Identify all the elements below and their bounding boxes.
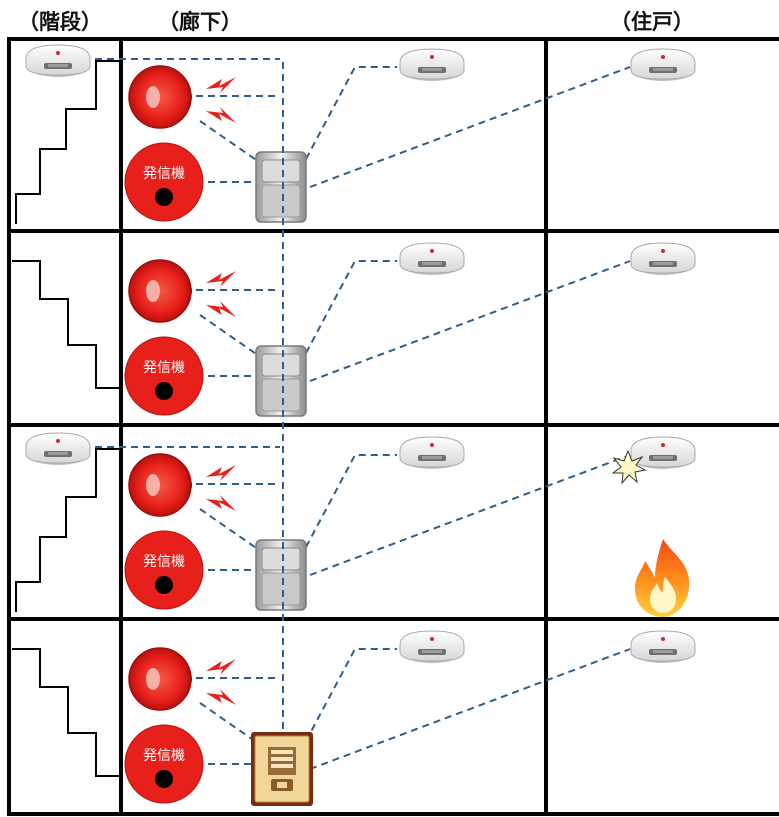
smoke-detector-icon [25,44,91,78]
alarm-sound-icon [206,77,236,93]
alarm-sound-icon [206,689,236,705]
alarm-sound-icon [206,659,236,675]
bell-to-device-wire [199,120,263,165]
alarm-sound-icon [206,107,236,123]
transmitter-label: 発信機 [143,360,185,376]
transmitter-label: 発信機 [143,166,185,182]
fire-bell-icon [128,65,192,129]
bell-to-device-wire [199,314,263,359]
stairs-column-header: （階段） [18,10,102,34]
manual-call-point-icon [124,336,204,416]
floor-4: 発信機 [12,630,696,807]
smoke-detector-icon [399,630,465,664]
building-grid [7,37,779,816]
smoke-detector-icon [399,242,465,276]
dwelling-column-header: （住戸） [610,10,694,34]
fire-bell-icon [128,259,192,323]
manual-call-point-icon [124,530,204,610]
smoke-detector-icon [630,630,696,664]
dwelling-detector-wire [309,66,631,188]
smoke-detector-icon [630,242,696,276]
transmitter-label: 発信機 [143,554,185,570]
staircase-outline [12,260,120,389]
corridor-detector-wire [305,66,397,160]
relay-box-icon [255,151,307,223]
smoke-detector-icon [630,436,696,470]
fire-bell-icon [128,453,192,517]
manual-call-point-icon [124,142,204,222]
corridor-detector-wire [305,454,397,548]
transmitter-label: 発信機 [143,748,185,764]
staircase-outline [15,448,120,612]
smoke-detector-icon [399,48,465,82]
smoke-detector-icon [25,432,91,466]
staircase-outline [15,60,120,224]
dwelling-detector-wire [309,454,631,576]
alarm-sound-icon [206,465,236,481]
fire-alarm-receiver-icon [250,731,314,807]
dwelling-detector-wire [309,260,631,382]
flame-icon [635,539,690,617]
smoke-detector-icon [399,436,465,470]
bell-to-device-wire [199,508,263,553]
alarm-sound-icon [206,301,236,317]
corridor-detector-wire [305,260,397,354]
relay-box-icon [255,345,307,417]
corridor-column-header: （廊下） [158,10,242,34]
staircase-outline [12,648,120,777]
relay-box-icon [255,539,307,611]
manual-call-point-icon [124,724,204,804]
fire-bell-icon [128,647,192,711]
alarm-sound-icon [206,271,236,287]
floor-1: 発信機 [15,44,696,224]
smoke-detector-icon [630,48,696,82]
alarm-sound-icon [206,495,236,511]
corridor-detector-wire [305,648,397,742]
floor-3: 発信機 [15,432,696,617]
dwelling-detector-wire [309,648,631,770]
floor-2: 発信機 [12,242,696,417]
